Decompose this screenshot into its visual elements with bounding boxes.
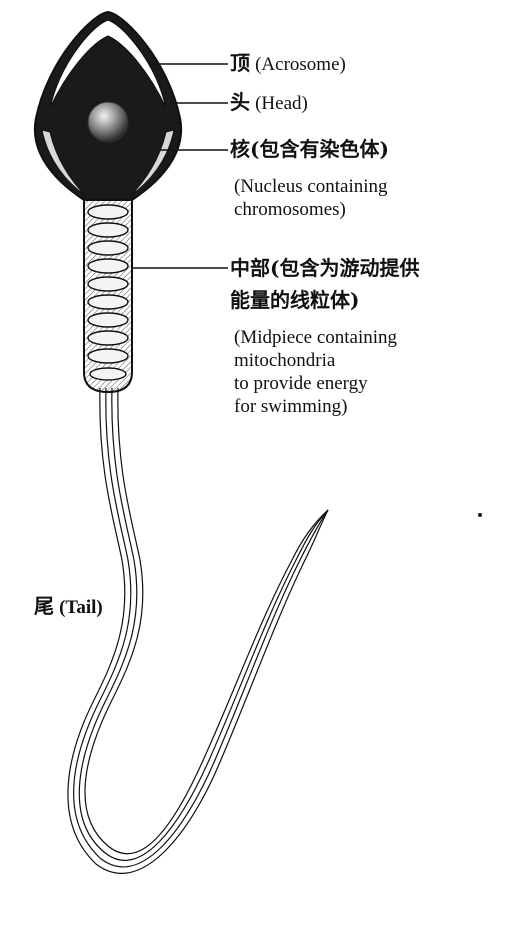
nucleus-label-en-1: (Nucleus containing (234, 176, 388, 198)
midpiece-label-zh-2: 能量的线粒体) (230, 290, 359, 310)
nucleus-label-zh: 核(包含有染色体) (230, 139, 389, 159)
acrosome-label-zh: 顶 (230, 51, 250, 75)
midpiece-label-en-4: for swimming) (234, 396, 347, 418)
midpiece-label-en-2: mitochondria (234, 350, 335, 372)
midpiece-label-en-1: (Midpiece containing (234, 327, 397, 349)
head-label-en: (Head) (255, 93, 308, 114)
head-label-zh: 头 (230, 90, 250, 114)
stray-dot (478, 513, 482, 517)
midpiece-label-zh-1: 中部(包含为游动提供 (230, 258, 419, 278)
tail (68, 388, 328, 873)
head (35, 12, 181, 200)
head-label: 头 (Head) (230, 92, 308, 113)
acrosome-label-en: (Acrosome) (255, 54, 346, 75)
tail-label: 尾 (Tail) (34, 596, 103, 617)
acrosome-label: 顶 (Acrosome) (230, 53, 346, 74)
midpiece-label-en-3: to provide energy (234, 373, 368, 395)
tail-label-zh: 尾 (34, 594, 54, 618)
midpiece (84, 200, 132, 392)
nucleus (88, 102, 128, 142)
tail-label-en: (Tail) (59, 597, 103, 618)
nucleus-label-en-2: chromosomes) (234, 199, 346, 221)
